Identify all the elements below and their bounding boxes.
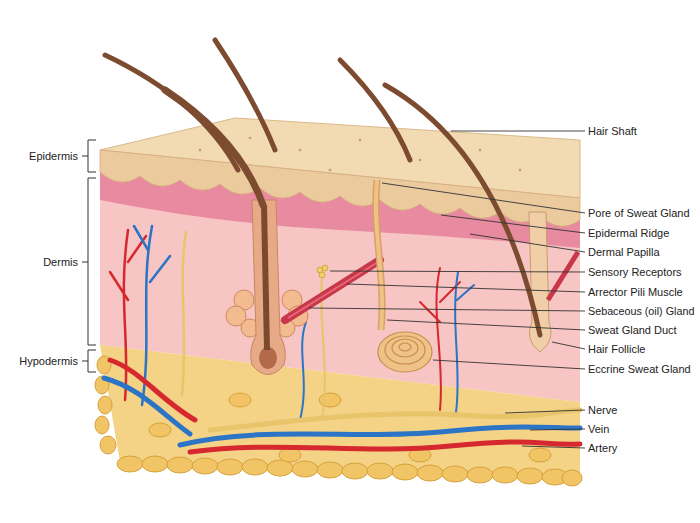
leader-line <box>505 410 585 413</box>
leader-line <box>522 446 585 448</box>
part-label: Pore of Sweat Gland <box>588 207 690 220</box>
part-label: Epidermal Ridge <box>588 227 669 240</box>
leader-line <box>530 429 585 430</box>
leader-line <box>309 308 585 311</box>
leader-line <box>330 271 585 272</box>
part-label: Nerve <box>588 404 617 417</box>
leader-line <box>433 360 585 369</box>
part-label: Artery <box>588 442 617 455</box>
leader-line <box>387 320 585 330</box>
part-label: Hair Shaft <box>588 125 637 138</box>
part-label: Sweat Gland Duct <box>588 324 677 337</box>
part-label: Sebaceous (oil) Gland <box>588 305 694 318</box>
part-label: Sensory Receptors <box>588 266 682 279</box>
leader-line <box>347 284 585 292</box>
leader-line <box>441 215 585 233</box>
part-label: Dermis <box>43 256 78 269</box>
leader-line <box>470 234 585 252</box>
part-label: Vein <box>588 423 609 436</box>
part-label: Hair Follicle <box>588 343 645 356</box>
part-label: Epidermis <box>29 150 78 163</box>
leader-line <box>451 131 585 132</box>
part-label: Hypodermis <box>19 355 78 368</box>
part-label: Arrector Pili Muscle <box>588 286 683 299</box>
leader-line <box>382 183 585 213</box>
leader-line <box>552 342 585 349</box>
part-label: Dermal Papilla <box>588 246 660 259</box>
part-label: Eccrine Sweat Gland <box>588 363 691 376</box>
